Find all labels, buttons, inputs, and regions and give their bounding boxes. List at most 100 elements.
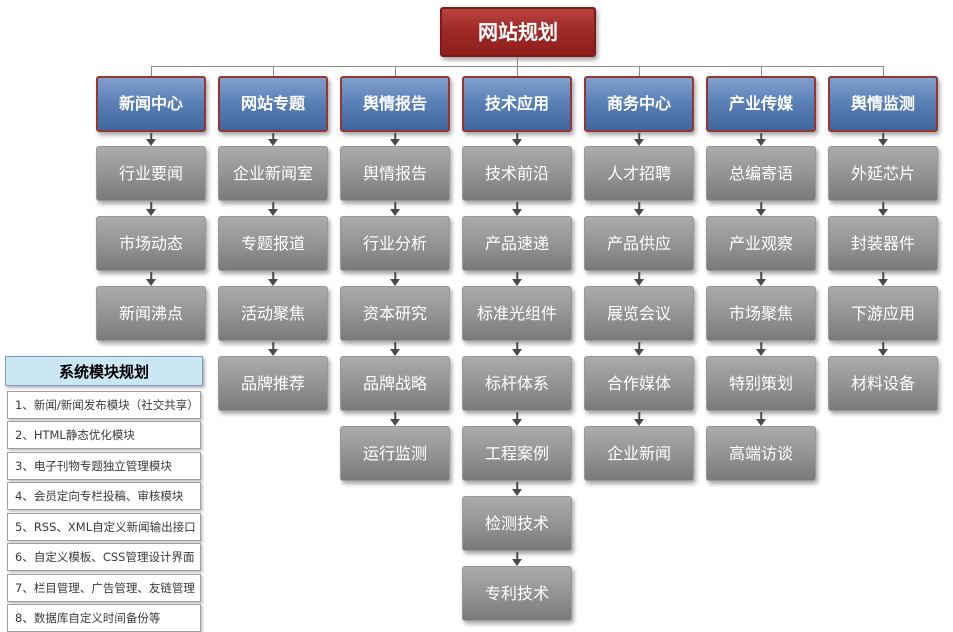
tree-item: 工程案例 — [462, 426, 572, 481]
arrow-shaft — [760, 272, 762, 280]
connector-stub — [760, 66, 762, 76]
arrow-shaft — [394, 133, 396, 140]
side-panel-title: 系统模块规划 — [5, 356, 203, 386]
arrow-shaft — [272, 342, 274, 350]
down-arrow-icon — [512, 272, 522, 286]
arrow-head-icon — [512, 279, 522, 286]
arrow-head-icon — [634, 349, 644, 356]
module-list-item: 1、新闻/新闻发布模块（社交共享） — [7, 391, 201, 419]
down-arrow-icon — [756, 133, 766, 146]
arrow-shaft — [638, 272, 640, 280]
arrow-shaft — [394, 342, 396, 350]
down-arrow-icon — [634, 342, 644, 356]
arrow-shaft — [638, 342, 640, 350]
tree-item: 外延芯片 — [828, 146, 938, 201]
arrow-shaft — [882, 202, 884, 210]
down-arrow-icon — [512, 482, 522, 496]
module-list-item: 6、自定义模板、CSS管理设计界面 — [7, 543, 201, 571]
down-arrow-icon — [756, 412, 766, 426]
arrow-head-icon — [878, 139, 888, 146]
arrow-shaft — [150, 133, 152, 140]
column-header-1: 网站专题 — [218, 76, 328, 132]
down-arrow-icon — [268, 342, 278, 356]
column-header-2: 舆情报告 — [340, 76, 450, 132]
arrow-shaft — [638, 202, 640, 210]
arrow-shaft — [760, 133, 762, 140]
tree-item: 市场聚焦 — [706, 286, 816, 341]
tree-item: 展览会议 — [584, 286, 694, 341]
connector-root-drop — [517, 57, 518, 66]
down-arrow-icon — [756, 202, 766, 216]
module-list-item: 2、HTML静态优化模块 — [7, 421, 201, 449]
down-arrow-icon — [390, 202, 400, 216]
column-header-0: 新闻中心 — [96, 76, 206, 132]
arrow-head-icon — [268, 349, 278, 356]
root-node: 网站规划 — [440, 7, 596, 57]
down-arrow-icon — [878, 272, 888, 286]
down-arrow-icon — [512, 202, 522, 216]
down-arrow-icon — [146, 272, 156, 286]
tree-item: 检测技术 — [462, 496, 572, 551]
column-header-5: 产业传媒 — [706, 76, 816, 132]
tree-item: 专题报道 — [218, 216, 328, 271]
tree-item: 人才招聘 — [584, 146, 694, 201]
down-arrow-icon — [268, 272, 278, 286]
column-header-6: 舆情监测 — [828, 76, 938, 132]
arrow-head-icon — [390, 139, 400, 146]
column-header-3: 技术应用 — [462, 76, 572, 132]
arrow-shaft — [150, 202, 152, 210]
connector-stub — [272, 66, 274, 76]
arrow-head-icon — [878, 209, 888, 216]
down-arrow-icon — [512, 133, 522, 146]
down-arrow-icon — [512, 552, 522, 566]
arrow-head-icon — [634, 279, 644, 286]
arrow-shaft — [272, 202, 274, 210]
arrow-shaft — [760, 412, 762, 420]
module-list-item: 8、数据库自定义时间备份等 — [7, 604, 201, 632]
down-arrow-icon — [878, 342, 888, 356]
down-arrow-icon — [390, 133, 400, 146]
tree-item: 高端访谈 — [706, 426, 816, 481]
tree-item: 标杆体系 — [462, 356, 572, 411]
arrow-head-icon — [756, 139, 766, 146]
down-arrow-icon — [268, 133, 278, 146]
arrow-shaft — [516, 412, 518, 420]
tree-item: 产品供应 — [584, 216, 694, 271]
tree-item: 新闻沸点 — [96, 286, 206, 341]
arrow-shaft — [394, 202, 396, 210]
arrow-shaft — [638, 133, 640, 140]
tree-item: 下游应用 — [828, 286, 938, 341]
arrow-shaft — [272, 133, 274, 140]
arrow-shaft — [516, 482, 518, 490]
arrow-shaft — [272, 272, 274, 280]
connector-rail — [151, 66, 884, 67]
module-list-item: 4、会员定向专栏投稿、审核模块 — [7, 482, 201, 510]
tree-item: 行业分析 — [340, 216, 450, 271]
arrow-head-icon — [512, 139, 522, 146]
down-arrow-icon — [146, 133, 156, 146]
down-arrow-icon — [634, 272, 644, 286]
connector-stub — [394, 66, 396, 76]
arrow-shaft — [882, 133, 884, 140]
arrow-shaft — [516, 342, 518, 350]
tree-item: 企业新闻 — [584, 426, 694, 481]
tree-item: 活动聚焦 — [218, 286, 328, 341]
arrow-head-icon — [390, 419, 400, 426]
module-list-item: 3、电子刊物专题独立管理模块 — [7, 452, 201, 480]
arrow-head-icon — [390, 279, 400, 286]
tree-item: 舆情报告 — [340, 146, 450, 201]
arrow-shaft — [516, 272, 518, 280]
down-arrow-icon — [146, 202, 156, 216]
arrow-head-icon — [146, 209, 156, 216]
down-arrow-icon — [512, 412, 522, 426]
arrow-head-icon — [756, 349, 766, 356]
arrow-head-icon — [268, 139, 278, 146]
arrow-head-icon — [512, 209, 522, 216]
down-arrow-icon — [268, 202, 278, 216]
arrow-head-icon — [756, 279, 766, 286]
connector-stub — [638, 66, 640, 76]
arrow-shaft — [882, 272, 884, 280]
down-arrow-icon — [634, 133, 644, 146]
tree-item: 运行监测 — [340, 426, 450, 481]
